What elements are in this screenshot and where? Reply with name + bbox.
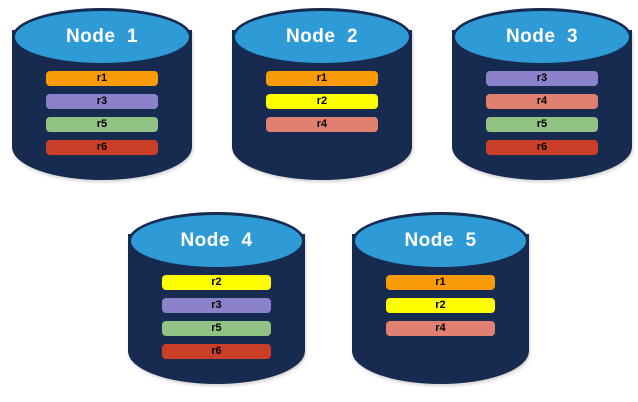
node-label: Node 5 [404, 230, 477, 251]
cylinder-top-ellipse [12, 8, 192, 66]
replica-bar-r1[interactable]: r1 [266, 71, 378, 86]
replica-bar-r6[interactable]: r6 [486, 140, 598, 155]
cylinder-top-ellipse [128, 212, 305, 270]
replica-bar-r6[interactable]: r6 [161, 344, 272, 359]
replica-bar-r1[interactable]: r1 [46, 71, 158, 86]
replica-list: r2 r3 r5 r6 [161, 270, 272, 359]
replica-bar-r6[interactable]: r6 [46, 140, 158, 155]
replica-bar-r4[interactable]: r4 [486, 94, 598, 109]
cylinder-top-ellipse [452, 8, 632, 66]
replica-bar-r2[interactable]: r2 [385, 298, 496, 313]
node-label: Node 1 [65, 26, 139, 47]
replica-bar-r2[interactable]: r2 [266, 94, 378, 109]
node-label: Node 2 [285, 26, 359, 47]
database-node-cylinder-4[interactable]: Node 4 r2 r3 r5 r6 [128, 212, 305, 398]
replica-bar-r5[interactable]: r5 [161, 321, 272, 336]
node-label: Node 4 [180, 230, 253, 251]
database-node-cylinder-3[interactable]: Node 3 r3 r4 r5 r6 [452, 8, 632, 194]
replica-bar-r3[interactable]: r3 [161, 298, 272, 313]
replica-bar-r3[interactable]: r3 [486, 71, 598, 86]
node-label: Node 3 [505, 26, 579, 47]
replica-bar-r2[interactable]: r2 [161, 275, 272, 290]
replica-bar-r3[interactable]: r3 [46, 94, 158, 109]
replica-list: r1 r2 r4 [266, 66, 378, 132]
replica-bar-r1[interactable]: r1 [385, 275, 496, 290]
cylinder-top-ellipse [352, 212, 529, 270]
replica-list: r1 r3 r5 r6 [46, 66, 158, 155]
database-node-cylinder-1[interactable]: Node 1 r1 r3 r5 r6 [12, 8, 192, 194]
replica-bar-r4[interactable]: r4 [385, 321, 496, 336]
replica-bar-r5[interactable]: r5 [46, 117, 158, 132]
database-node-cylinder-5[interactable]: Node 5 r1 r2 r4 [352, 212, 529, 398]
cylinder-top-ellipse [232, 8, 412, 66]
database-node-cylinder-2[interactable]: Node 2 r1 r2 r4 [232, 8, 412, 194]
replica-bar-r5[interactable]: r5 [486, 117, 598, 132]
replica-list: r3 r4 r5 r6 [486, 66, 598, 155]
replica-bar-r4[interactable]: r4 [266, 117, 378, 132]
replica-list: r1 r2 r4 [385, 270, 496, 336]
